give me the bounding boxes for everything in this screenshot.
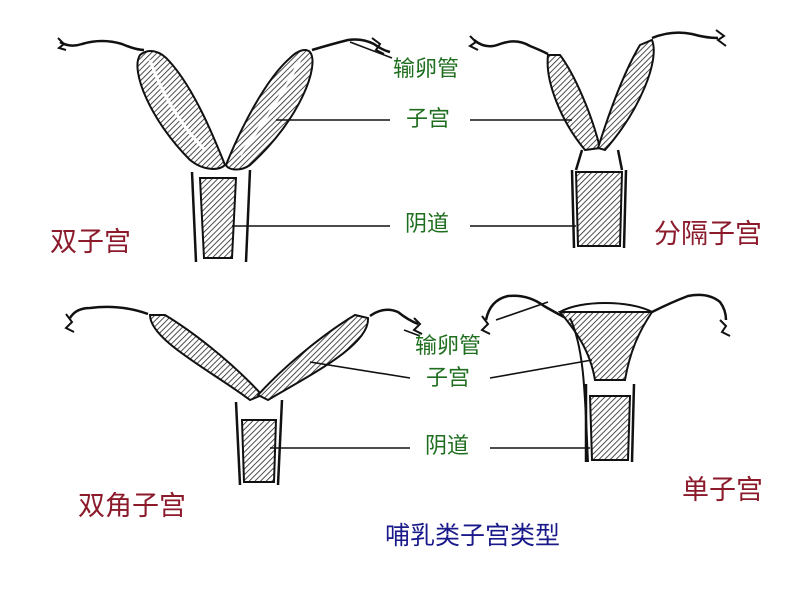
duplex-right-horn [226,50,313,170]
bicornuate-left-oviduct [70,307,148,318]
type-duplex: 双子宫 [50,229,131,256]
bicornuate-right-oviduct [370,310,418,324]
type-bipartite: 分隔子宫 [654,221,762,248]
diagram-caption: 哺乳类子宫类型 [385,523,560,548]
type-simplex: 单子宫 [682,477,763,504]
duplex-left-horn [137,51,225,169]
bipartite-left-horn [548,55,600,150]
simplex-uterus-drawing [482,295,730,462]
bicornuate-right-horn [258,315,368,400]
bipartite-body [576,150,622,170]
oviduct-label-bottom: 输卵管 [415,336,481,358]
vagina-label-bottom: 阴道 [425,436,469,458]
simplex-fundus [560,303,652,312]
simplex-right-oviduct [652,295,726,320]
simplex-left-oviduct [486,296,566,320]
bicornuate-uterus-drawing [66,307,422,485]
bicornuate-left-horn [150,315,262,400]
vagina-label-top: 阴道 [405,214,449,236]
bipartite-right-oviduct [652,33,718,38]
oviduct-label-top: 输卵管 [393,59,459,81]
uterus-label-top: 子宫 [406,109,450,131]
duplex-left-oviduct [60,41,144,50]
bipartite-left-oviduct [474,40,548,54]
type-bicornuate: 双角子宫 [78,493,186,520]
simplex-body [560,312,652,380]
bipartite-right-horn [598,40,654,150]
bipartite-uterus-drawing [470,30,726,248]
uterus-label-bottom: 子宫 [426,368,470,390]
